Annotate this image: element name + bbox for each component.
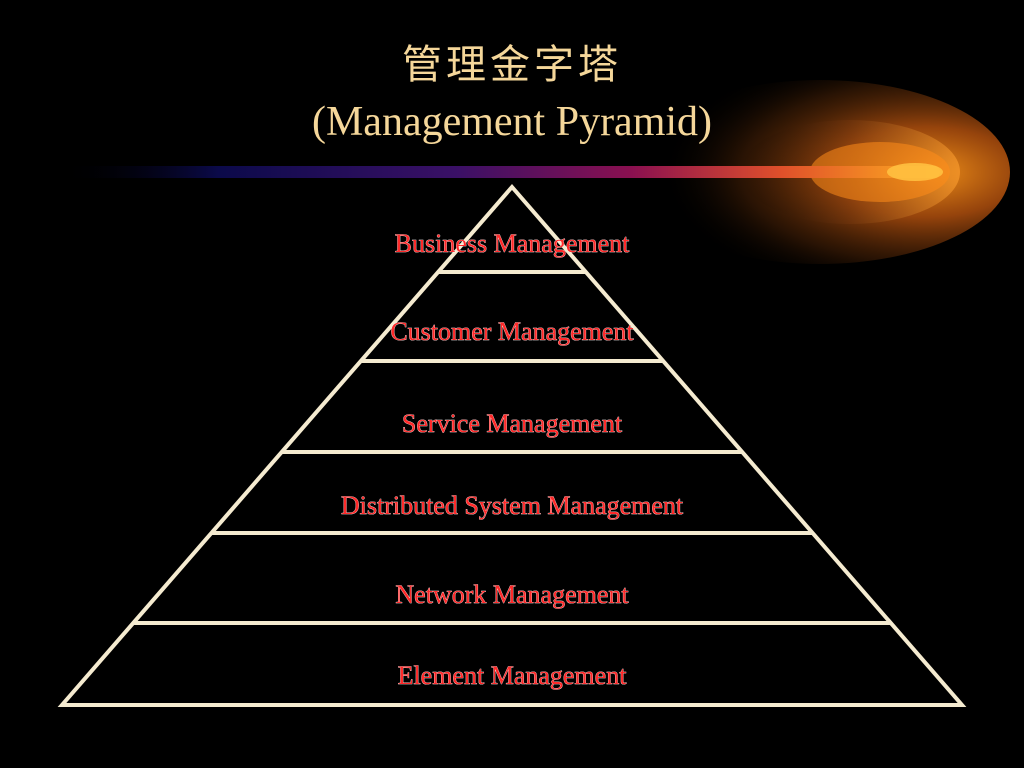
- tier-label: Business Management: [395, 229, 630, 258]
- tier-label: Service Management: [402, 409, 623, 438]
- pyramid-triangle: [57, 183, 967, 707]
- tier-label: Distributed System Management: [341, 491, 684, 520]
- pyramid-outline: [57, 183, 967, 707]
- tier-label: Network Management: [395, 580, 629, 609]
- title-english: (Management Pyramid): [311, 99, 713, 145]
- tier-label: Element Management: [398, 661, 628, 690]
- title-chinese: 管理金字塔: [402, 42, 622, 88]
- tier-label: Customer Management: [390, 317, 634, 346]
